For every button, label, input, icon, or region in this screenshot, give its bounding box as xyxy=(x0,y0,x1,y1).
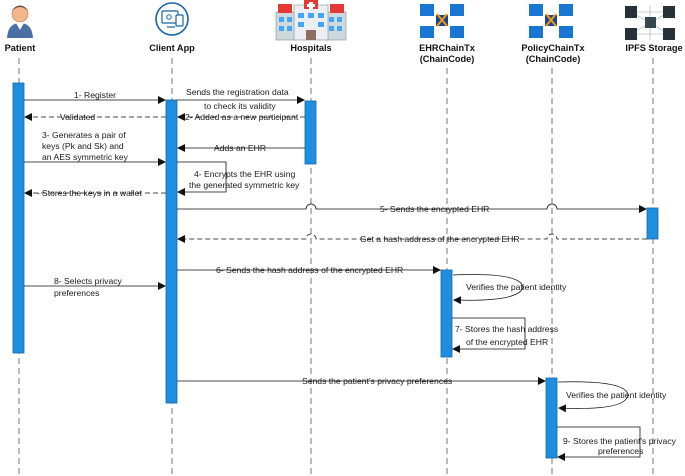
label-generates-3: an AES symmetric key xyxy=(42,152,129,162)
label-encrypts-1: 4- Encrypts the EHR using xyxy=(194,169,295,179)
ehr-blockchain-icon xyxy=(420,4,464,38)
label-encrypts-2: the generated symmetric key xyxy=(189,180,300,190)
label-generates-1: 3- Generates a pair of xyxy=(42,130,126,140)
participant-ehr-chain-name: EHRChainTx xyxy=(419,43,476,53)
label-stores-hash-2: of the encrypted EHR xyxy=(466,337,548,347)
arrow-verifies-policy xyxy=(557,381,629,413)
label-stores-privacy-2: preferences xyxy=(598,446,643,456)
client-app-icon xyxy=(155,2,189,36)
label-stores-hash-1: 7- Stores the hash address xyxy=(455,324,558,334)
label-register: 1- Register xyxy=(74,90,116,100)
arrow-sends-encrypted xyxy=(177,203,647,213)
ipfs-network-icon xyxy=(625,6,675,40)
label-sends-encrypted: 5- Sends the encrypted EHR xyxy=(380,204,489,214)
label-verifies-ehr: Verifies the patient identity xyxy=(466,282,567,292)
activation-patient xyxy=(12,82,25,354)
participant-ipfs: IPFS Storage xyxy=(625,43,682,53)
arrow-stores-hash xyxy=(452,317,526,353)
participant-patient: Patient xyxy=(5,43,36,53)
label-adds-ehr: Adds an EHR xyxy=(214,143,266,153)
participant-client-app: Client App xyxy=(149,43,195,53)
activation-ehr-chain xyxy=(440,269,453,358)
label-send-registration-2: to check its validity xyxy=(204,101,276,111)
activation-ipfs xyxy=(646,207,659,240)
activation-hospitals xyxy=(304,100,317,165)
label-stores-keys-dash: - xyxy=(37,188,40,198)
label-stores-keys: Stores the keys in a wallet xyxy=(42,188,142,198)
hospital-icon xyxy=(275,0,347,41)
participant-policy-chain-name: PolicyChainTx xyxy=(521,43,585,53)
activation-client-app xyxy=(165,99,178,404)
policy-blockchain-icon xyxy=(529,4,573,38)
participant-policy-chain-sub: (ChainCode) xyxy=(526,54,581,64)
label-selects-privacy-2: preferences xyxy=(54,288,99,298)
label-get-hash: Get a hash address of the encrypted EHR xyxy=(360,234,520,244)
label-validated: Validated xyxy=(60,112,95,122)
label-added-participant: 2- Added as a new participant xyxy=(185,112,299,122)
arrow-get-hash xyxy=(177,233,647,243)
arrow-encrypts-self xyxy=(177,161,227,196)
label-generates-2: keys (Pk and Sk) and xyxy=(42,141,124,151)
label-selects-privacy-1: 8- Selects privacy xyxy=(54,276,123,286)
arrow-verifies-ehr xyxy=(452,274,524,305)
label-sends-privacy: Sends the patient's privacy preferences xyxy=(302,376,452,386)
label-verifies-policy: Verifies the patient identity xyxy=(566,390,667,400)
participant-hospitals: Hospitals xyxy=(290,43,331,53)
activation-policy-chain xyxy=(545,377,558,459)
label-send-registration-1: Sends the registration data xyxy=(186,87,289,97)
arrow-stores-privacy xyxy=(557,426,641,461)
patient-icon xyxy=(7,5,33,38)
label-stores-privacy-1: 9- Stores the patient's privacy xyxy=(563,436,677,446)
label-sends-hash: 6- Sends the hash address of the encrypt… xyxy=(216,265,403,275)
participant-ehr-chain-sub: (ChainCode) xyxy=(420,54,475,64)
